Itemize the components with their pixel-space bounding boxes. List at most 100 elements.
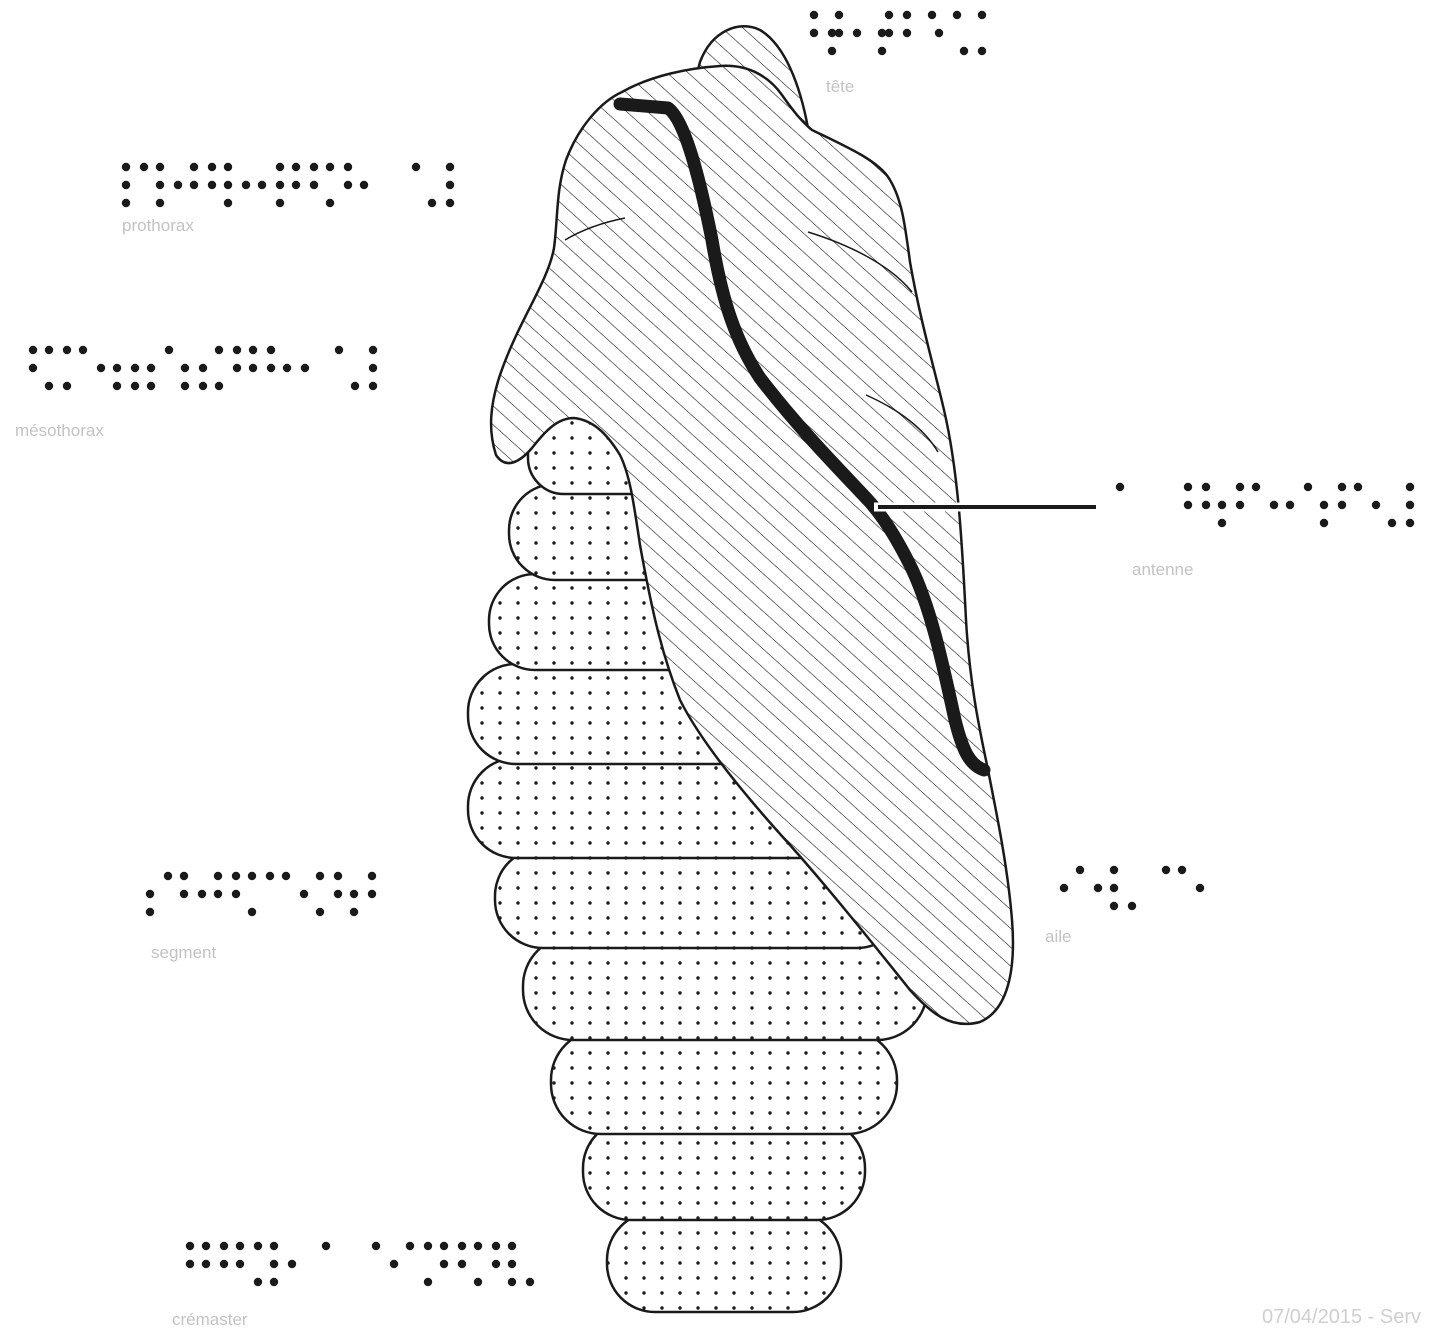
braille-dot bbox=[213, 871, 223, 881]
braille-dot bbox=[1059, 883, 1069, 893]
abdomen-segment bbox=[521, 934, 929, 1042]
braille-dot bbox=[1319, 500, 1329, 510]
braille-dot bbox=[333, 889, 343, 899]
braille-dot bbox=[163, 871, 173, 881]
braille-dot bbox=[1235, 500, 1245, 510]
label-prothorax: prothorax bbox=[122, 216, 194, 235]
braille-dot bbox=[1319, 518, 1329, 528]
braille-dot bbox=[180, 381, 190, 391]
braille-dot bbox=[281, 871, 291, 881]
braille-tete bbox=[809, 10, 987, 56]
braille-dot bbox=[180, 363, 190, 373]
braille-dot bbox=[146, 381, 156, 391]
thorax-and-wing-shape bbox=[489, 64, 1015, 1026]
braille-dot bbox=[235, 1259, 245, 1269]
braille-dot bbox=[902, 10, 912, 20]
braille-dot bbox=[325, 198, 335, 208]
braille-dot bbox=[247, 907, 257, 917]
braille-dot bbox=[309, 180, 319, 190]
braille-dot bbox=[62, 381, 72, 391]
braille-dot bbox=[491, 1259, 501, 1269]
braille-dot bbox=[275, 162, 285, 172]
braille-dot bbox=[1251, 482, 1261, 492]
braille-dot bbox=[315, 871, 325, 881]
braille-dot bbox=[241, 180, 251, 190]
braille-dot bbox=[359, 180, 369, 190]
braille-aile bbox=[1059, 865, 1205, 911]
braille-dot bbox=[1161, 865, 1171, 875]
braille-dot bbox=[112, 381, 122, 391]
wing-contour-lower bbox=[865, 394, 939, 453]
braille-dot bbox=[257, 180, 267, 190]
braille-dot bbox=[247, 871, 257, 881]
braille-dot bbox=[877, 46, 887, 56]
braille-dot bbox=[423, 1277, 433, 1287]
braille-dot bbox=[1387, 518, 1397, 528]
braille-dot bbox=[827, 46, 837, 56]
braille-dot bbox=[282, 363, 292, 373]
braille-dot bbox=[164, 345, 174, 355]
braille-dot bbox=[139, 162, 149, 172]
braille-mesothorax bbox=[28, 345, 378, 391]
braille-dot bbox=[884, 10, 894, 20]
braille-dot bbox=[207, 180, 217, 190]
braille-dot bbox=[367, 889, 377, 899]
braille-dot bbox=[78, 345, 88, 355]
braille-dot bbox=[445, 162, 455, 172]
braille-dot bbox=[223, 180, 233, 190]
braille-dot bbox=[1075, 865, 1085, 875]
braille-dot bbox=[197, 889, 207, 899]
braille-dot bbox=[1109, 865, 1119, 875]
braille-dot bbox=[368, 381, 378, 391]
braille-dot bbox=[300, 363, 310, 373]
braille-dot bbox=[405, 1241, 415, 1251]
braille-segment bbox=[145, 871, 377, 917]
braille-dot bbox=[350, 381, 360, 391]
braille-dot bbox=[1115, 482, 1125, 492]
braille-dot bbox=[389, 1259, 399, 1269]
braille-dot bbox=[223, 162, 233, 172]
braille-dot bbox=[253, 1277, 263, 1287]
braille-dot bbox=[28, 345, 38, 355]
braille-dot bbox=[232, 345, 242, 355]
braille-dot bbox=[445, 198, 455, 208]
braille-dot bbox=[96, 363, 106, 373]
braille-dot bbox=[1093, 883, 1103, 893]
braille-dot bbox=[1405, 482, 1415, 492]
abdomen-segment bbox=[549, 1028, 899, 1136]
braille-dot bbox=[315, 907, 325, 917]
braille-dot bbox=[423, 1241, 433, 1251]
braille-dot bbox=[852, 28, 862, 38]
braille-dot bbox=[809, 10, 819, 20]
footer-date: 07/04/2015 - Serv bbox=[1262, 1306, 1421, 1328]
braille-dot bbox=[269, 1277, 279, 1287]
braille-dot bbox=[368, 363, 378, 373]
braille-dot bbox=[507, 1241, 517, 1251]
braille-dot bbox=[214, 381, 224, 391]
braille-dot bbox=[411, 162, 421, 172]
braille-dot bbox=[457, 1259, 467, 1269]
braille-dot bbox=[368, 345, 378, 355]
braille-dot bbox=[248, 363, 258, 373]
braille-dot bbox=[189, 162, 199, 172]
braille-dot bbox=[439, 1241, 449, 1251]
braille-dot bbox=[189, 180, 199, 190]
braille-dot bbox=[927, 10, 937, 20]
braille-dot bbox=[959, 46, 969, 56]
braille-dot bbox=[1337, 500, 1347, 510]
braille-dot bbox=[145, 907, 155, 917]
braille-dot bbox=[1353, 482, 1363, 492]
braille-dot bbox=[269, 1241, 279, 1251]
braille-dot bbox=[349, 907, 359, 917]
braille-dot bbox=[371, 1241, 381, 1251]
braille-dot bbox=[173, 180, 183, 190]
braille-dot bbox=[507, 1259, 517, 1269]
braille-dot bbox=[266, 345, 276, 355]
braille-dot bbox=[1201, 500, 1211, 510]
braille-dot bbox=[343, 162, 353, 172]
braille-dot bbox=[877, 28, 887, 38]
braille-dot bbox=[130, 381, 140, 391]
antenna-line bbox=[613, 97, 991, 777]
braille-dot bbox=[155, 198, 165, 208]
braille-dot bbox=[155, 180, 165, 190]
